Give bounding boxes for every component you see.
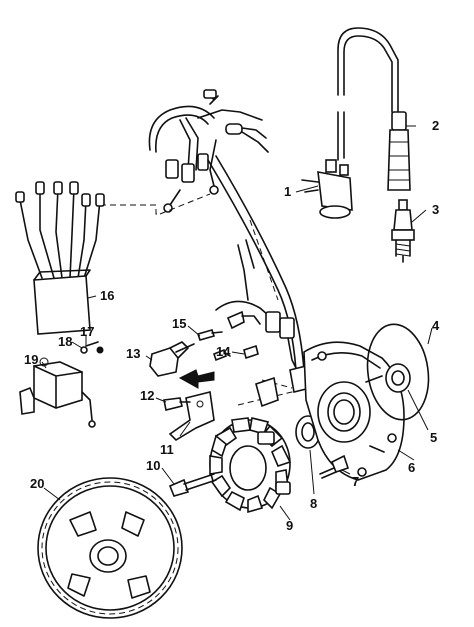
callout-20: 20 [30, 476, 44, 491]
callout-1: 1 [284, 184, 291, 199]
callout-18: 18 [58, 334, 72, 349]
stator-bolt [168, 473, 217, 497]
spark-plug [391, 199, 415, 263]
connection-lines [100, 193, 301, 406]
callout-4: 4 [432, 318, 440, 333]
callout-15: 15 [172, 316, 186, 331]
flywheel [37, 477, 183, 619]
callout-14: 14 [216, 344, 231, 359]
callout-7: 7 [352, 474, 359, 489]
callout-10: 10 [146, 458, 160, 473]
callout-13: 13 [126, 346, 140, 361]
callout-5: 5 [430, 430, 437, 445]
starter-relay [19, 357, 96, 428]
pulser-coil [149, 341, 215, 389]
spark-plug-wire [337, 27, 399, 161]
mount-screws [196, 310, 261, 362]
callout-9: 9 [286, 518, 293, 533]
ignition-coil [301, 159, 353, 219]
housing-bolt [319, 454, 350, 479]
callout-8: 8 [310, 496, 317, 511]
pickup-bracket [163, 391, 215, 442]
callout-2: 2 [432, 118, 439, 133]
callout-17: 17 [80, 324, 94, 339]
terminal-screw [80, 341, 104, 354]
cdi-box [15, 181, 105, 335]
callout-3: 3 [432, 202, 439, 217]
o-ring-gasket [366, 323, 430, 421]
callout-12: 12 [140, 388, 154, 403]
magneto-housing [303, 341, 405, 481]
callout-11: 11 [160, 442, 174, 457]
callout-16: 16 [100, 288, 114, 303]
bearing [385, 363, 411, 393]
stator [209, 417, 292, 514]
main-wire-harness [148, 89, 305, 371]
spark-plug-cap [387, 111, 411, 191]
callout-labels: 1 2 3 4 5 6 7 8 9 10 11 12 13 14 15 16 1… [24, 118, 440, 533]
leader-lines [41, 125, 433, 521]
callout-6: 6 [408, 460, 415, 475]
callout-19: 19 [24, 352, 38, 367]
